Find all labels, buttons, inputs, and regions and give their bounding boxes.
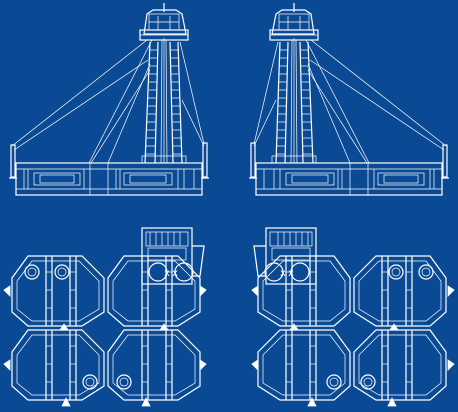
- elevation-left-view: [8, 2, 210, 196]
- elevation-right-view: [248, 2, 450, 196]
- plan-right-view: [252, 228, 454, 406]
- plan-left-view: [4, 228, 206, 406]
